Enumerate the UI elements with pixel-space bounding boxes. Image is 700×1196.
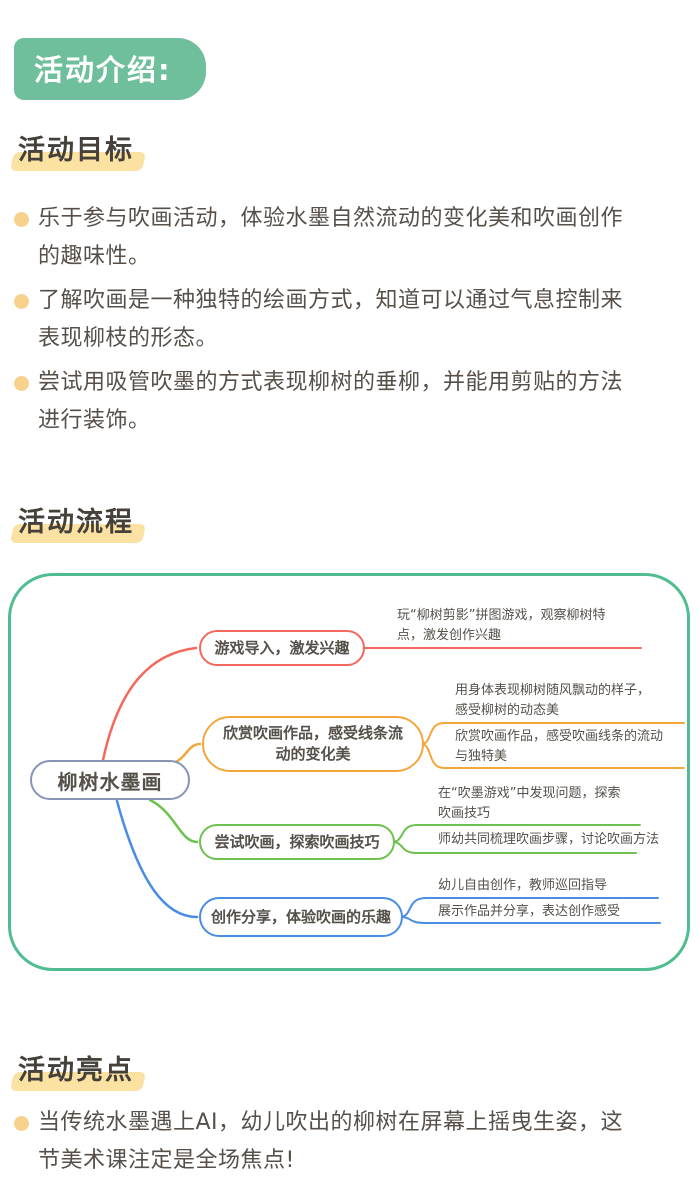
mindmap-branch-node: 游戏导入，激发兴趣	[199, 630, 365, 666]
goal-text: 乐于参与吹画活动，体验水墨自然流动的变化美和吹画创作 的趣味性。	[38, 206, 624, 269]
section-badge: 活动介绍:	[14, 38, 206, 100]
mindmap-leaf: 师幼共同梳理吹画步骤，讨论吹画方法	[438, 832, 660, 847]
bullet-dot-icon	[14, 376, 29, 391]
list-item: 尝试用吸管吹墨的方式表现柳树的垂柳，并能用剪贴的方法 进行装饰。	[14, 364, 678, 440]
list-item: 了解吹画是一种独特的绘画方式，知道可以通过气息控制来 表现柳枝的形态。	[14, 282, 678, 358]
process-heading: 活动流程	[9, 500, 147, 543]
highlights-heading: 活动亮点	[9, 1048, 147, 1091]
bullet-dot-icon	[14, 1116, 29, 1131]
process-heading-text: 活动流程	[18, 507, 134, 538]
mindmap-leaf: 在“吹墨游戏”中发现问题，探索 吹画技巧	[438, 786, 621, 821]
mindmap-leaf: 欣赏吹画作品，感受吹画线条的流动 与独特美	[455, 729, 664, 764]
mindmap-branch-node: 欣赏吹画作品，感受线条流 动的变化美	[202, 716, 424, 772]
highlights-heading-text: 活动亮点	[18, 1055, 134, 1086]
list-item: 当传统水墨遇上AI，幼儿吹出的柳树在屏幕上摇曳生姿，这 节美术课注定是全场焦点!	[14, 1104, 678, 1180]
goal-text: 尝试用吸管吹墨的方式表现柳树的垂柳，并能用剪贴的方法 进行装饰。	[38, 370, 624, 433]
mindmap-connectors	[101, 646, 685, 924]
goal-text: 了解吹画是一种独特的绘画方式，知道可以通过气息控制来 表现柳枝的形态。	[38, 288, 624, 351]
mindmap-panel: 柳树水墨画 游戏导入，激发兴趣 欣赏吹画作品，感受线条流 动的变化美 尝试吹画，…	[8, 573, 690, 971]
bullet-dot-icon	[14, 212, 29, 227]
goals-heading: 活动目标	[9, 128, 147, 171]
mindmap-leaf: 展示作品并分享，表达创作感受	[438, 904, 621, 919]
mindmap-branch-node: 创作分享，体验吹画的乐趣	[199, 897, 403, 937]
goals-list: 乐于参与吹画活动，体验水墨自然流动的变化美和吹画创作 的趣味性。 了解吹画是一种…	[14, 200, 678, 446]
highlight-text: 当传统水墨遇上AI，幼儿吹出的柳树在屏幕上摇曳生姿，这 节美术课注定是全场焦点!	[38, 1110, 624, 1173]
mindmap-leaf: 幼儿自由创作，教师巡回指导	[438, 878, 608, 893]
list-item: 乐于参与吹画活动，体验水墨自然流动的变化美和吹画创作 的趣味性。	[14, 200, 678, 276]
mindmap-leaf: 玩“柳树剪影”拼图游戏，观察柳树特 点，激发创作兴趣	[397, 608, 606, 643]
goals-heading-text: 活动目标	[18, 135, 134, 166]
mindmap-root-node: 柳树水墨画	[30, 760, 190, 800]
highlights-list: 当传统水墨遇上AI，幼儿吹出的柳树在屏幕上摇曳生姿，这 节美术课注定是全场焦点!	[14, 1104, 678, 1186]
mindmap-leaf: 用身体表现柳树随风飘动的样子， 感受柳树的动态美	[455, 683, 651, 718]
bullet-dot-icon	[14, 294, 29, 309]
mindmap-branch-node: 尝试吹画，探索吹画技巧	[199, 824, 395, 860]
